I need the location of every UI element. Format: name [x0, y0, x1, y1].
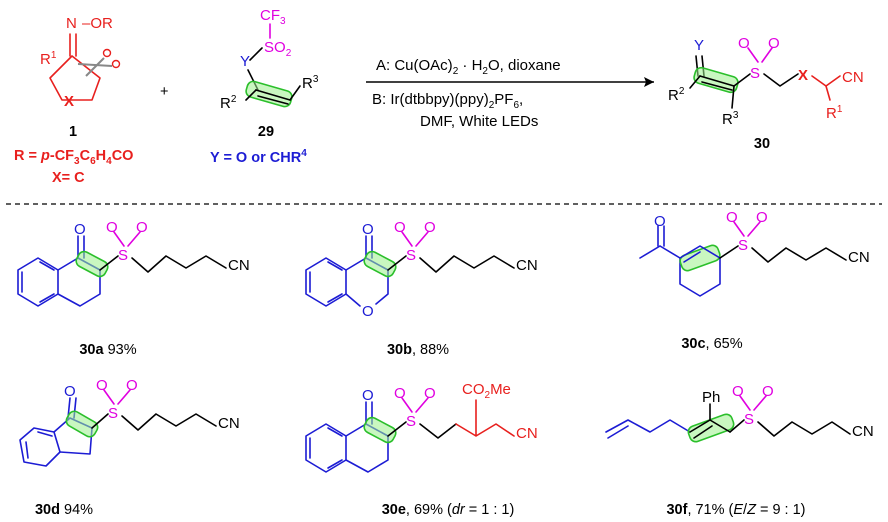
- c30f-O1: O: [732, 383, 744, 400]
- c30b-O2: O: [424, 219, 436, 236]
- c30b-ringO: O: [362, 303, 374, 320]
- p30-R3: R3: [722, 110, 739, 128]
- c30b-O1: O: [394, 219, 406, 236]
- r29-CF3: CF3: [260, 7, 286, 27]
- c30c-CN: CN: [848, 249, 870, 266]
- label-30a: 30a 93%: [79, 342, 136, 358]
- compound-30a: O S O O CN 30a 93%: [17, 219, 250, 358]
- c30d-S: S: [108, 405, 118, 422]
- c30a-S: S: [118, 247, 128, 264]
- c30b-O: O: [362, 221, 374, 238]
- c30a-O1: O: [106, 219, 118, 236]
- r29-R2: R2: [220, 94, 237, 112]
- plus-sign: +: [160, 84, 168, 100]
- r1-number: 1: [69, 124, 77, 140]
- compound-30c: O S O O CN 30c, 65%: [639, 209, 870, 352]
- r29-note: Y = O or CHR4: [210, 148, 307, 166]
- r1-R1-label: R1: [40, 50, 57, 68]
- label-30d: 30d 94%: [35, 502, 93, 518]
- c30c-O1: O: [726, 209, 738, 226]
- p30-R2: R2: [668, 86, 685, 104]
- c30a-CN: CN: [228, 257, 250, 274]
- c30d-O2: O: [126, 377, 138, 394]
- r1-OR-label: –OR: [82, 15, 113, 32]
- r1-note-X: X= C: [52, 170, 85, 186]
- c30c-O: O: [654, 213, 666, 230]
- p30-number: 30: [754, 136, 770, 152]
- condition-b1: B: Ir(dtbbpy)(ppy)2PF6,: [372, 91, 523, 111]
- r29-Y: Y: [240, 53, 250, 70]
- r29-number: 29: [258, 124, 274, 140]
- label-30c: 30c, 65%: [681, 336, 742, 352]
- reaction-conditions: A: Cu(OAc)2 · H2O, dioxane B: Ir(dtbbpy)…: [366, 57, 654, 130]
- c30a-O: O: [74, 221, 86, 238]
- c30a-O2: O: [136, 219, 148, 236]
- compound-30b: O O S O O CN 30b, 88%: [305, 219, 538, 358]
- c30c-O2: O: [756, 209, 768, 226]
- c30e-CN: CN: [516, 425, 538, 442]
- compound-30e: O S O O CO2Me CN 30e, 69% (dr = 1 : 1): [305, 381, 538, 518]
- c30e-S: S: [406, 413, 416, 430]
- r29-SO2: SO2: [264, 39, 292, 59]
- r1-N-label: N: [66, 15, 77, 32]
- reactant-1: N –OR R1 X 1 R = p-CF3C6H4CO X= C: [14, 15, 133, 186]
- c30b-S: S: [406, 247, 416, 264]
- r1-note-R: R = p-CF3C6H4CO: [14, 148, 133, 167]
- compound-30f: Ph S O O CN 30f, 71% (E/Z = 9 : 1): [605, 383, 874, 518]
- r29-R3: R3: [302, 74, 319, 92]
- reactant-29: CF3 SO2 Y R3 R2 29 Y = O or CHR4: [210, 7, 319, 166]
- p30-O1: O: [738, 35, 750, 52]
- p30-R1: R1: [826, 104, 843, 122]
- c30e-O1: O: [394, 385, 406, 402]
- c30e-CO2Me: CO2Me: [462, 381, 511, 401]
- product-30: Y R2 R3 S O O X CN R1 30: [668, 35, 864, 152]
- c30e-O: O: [362, 387, 374, 404]
- p30-X: X: [798, 67, 808, 84]
- c30d-O1: O: [96, 377, 108, 394]
- p30-S: S: [750, 65, 760, 82]
- condition-b2: DMF, White LEDs: [420, 113, 538, 130]
- p30-O2: O: [768, 35, 780, 52]
- c30d-O: O: [64, 383, 76, 400]
- label-30e: 30e, 69% (dr = 1 : 1): [382, 502, 515, 518]
- c30c-S: S: [738, 237, 748, 254]
- c30b-CN: CN: [516, 257, 538, 274]
- c30d-CN: CN: [218, 415, 240, 432]
- c30f-O2: O: [762, 383, 774, 400]
- c30f-S: S: [744, 411, 754, 428]
- c30e-O2: O: [424, 385, 436, 402]
- c30f-Ph: Ph: [702, 389, 720, 406]
- scissors-icon: [77, 48, 121, 77]
- label-30f: 30f, 71% (E/Z = 9 : 1): [666, 502, 805, 518]
- condition-a: A: Cu(OAc)2 · H2O, dioxane: [376, 57, 561, 77]
- compound-30d: O S O O CN 30d 94%: [19, 377, 240, 518]
- label-30b: 30b, 88%: [387, 342, 449, 358]
- c30f-CN: CN: [852, 423, 874, 440]
- p30-Y: Y: [694, 37, 704, 54]
- r1-X-label: X: [64, 93, 74, 110]
- p30-CN: CN: [842, 69, 864, 86]
